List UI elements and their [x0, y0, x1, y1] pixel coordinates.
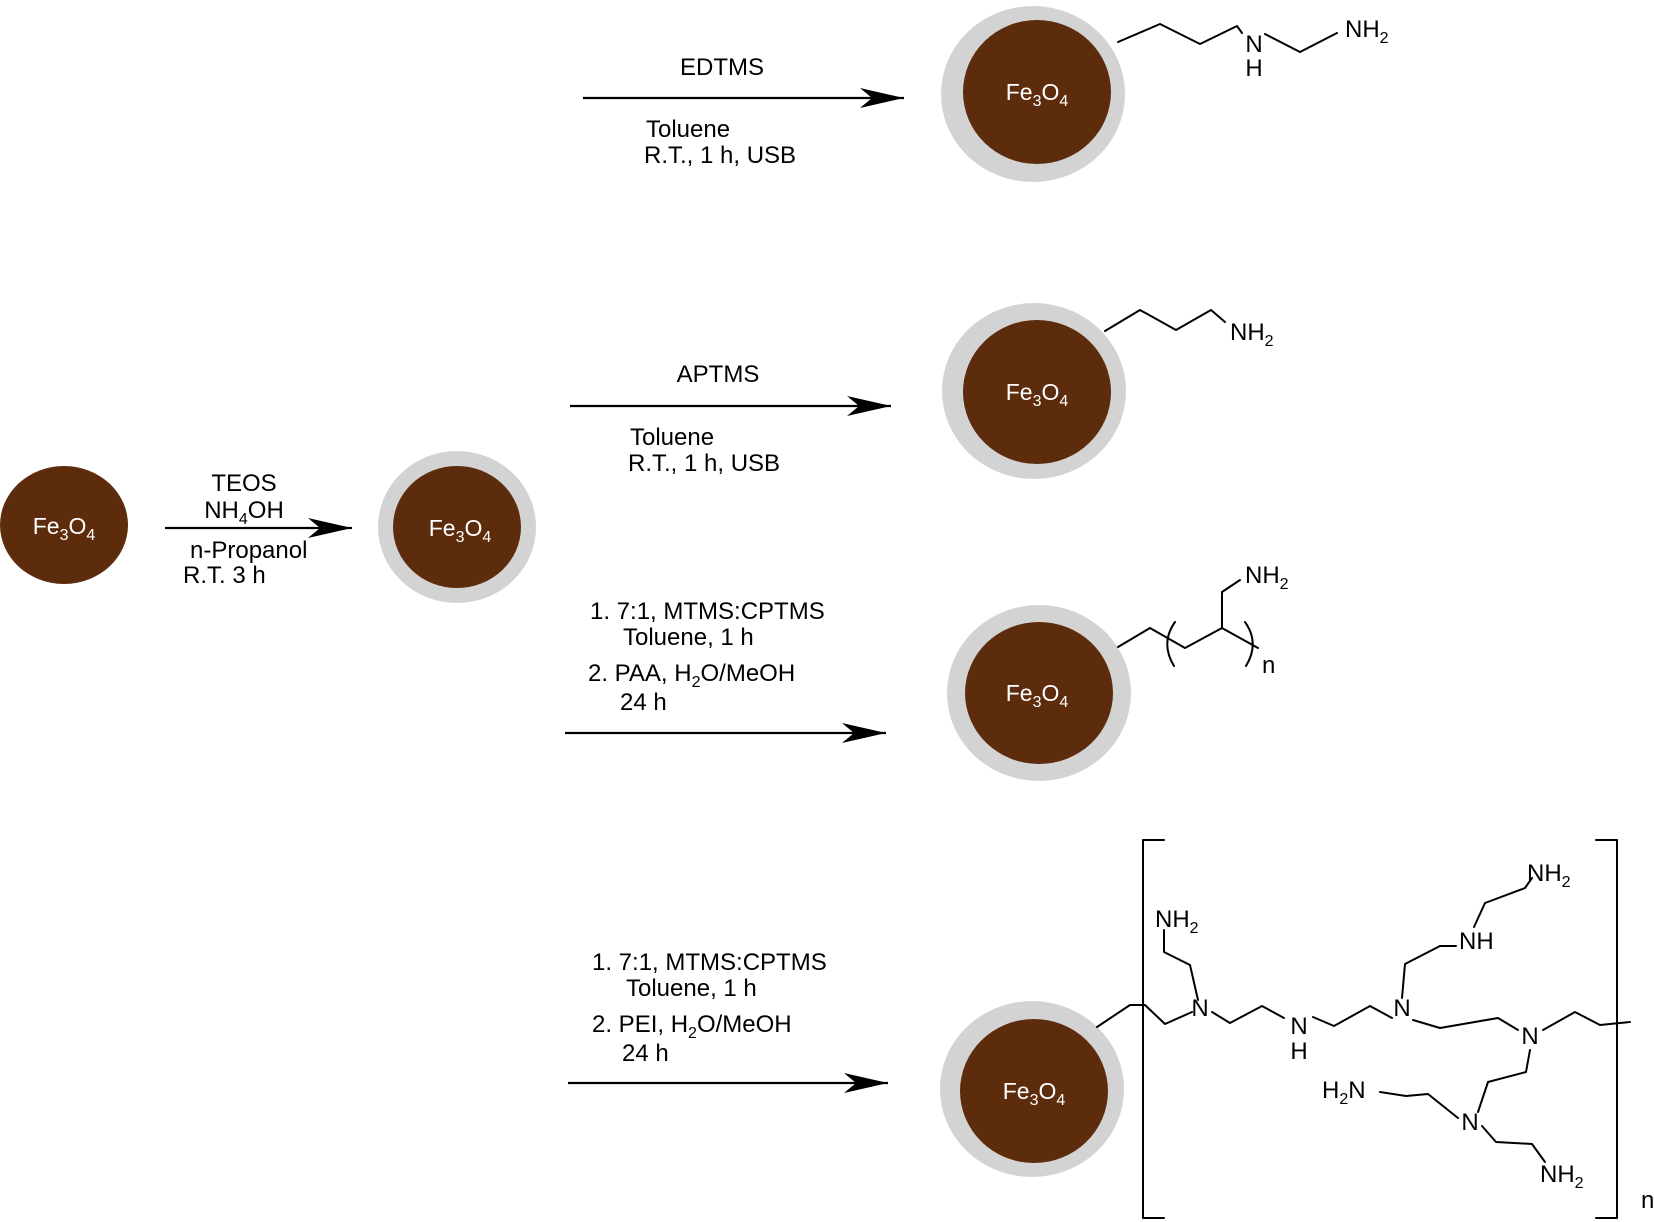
- terminal-amine: NH2: [1230, 319, 1274, 350]
- aptms-arrow: APTMS Toluene R.T., 1 h, USB: [570, 361, 891, 477]
- pei-branch-2: [1401, 945, 1457, 999]
- bracket-left: [1142, 839, 1165, 1219]
- aptms-chain: [1104, 309, 1226, 332]
- aptms-product: Fe3O4 NH2: [942, 303, 1274, 479]
- core-label: Fe3O4: [1003, 1078, 1066, 1109]
- bare-nanoparticle: Fe3O4: [0, 466, 128, 584]
- amine-n: N: [1191, 995, 1208, 1022]
- paa-arrow: 1. 7:1, MTMS:CPTMS Toluene, 1 h 2. PAA, …: [565, 598, 886, 743]
- amine-n: N: [1393, 995, 1410, 1022]
- paa-side-chain: [1221, 579, 1241, 629]
- edtms-product: Fe3O4 N H NH2: [941, 6, 1389, 182]
- pei-product: Fe3O4 n N NH2 N H N NH NH2 N N H2N NH2: [940, 839, 1654, 1219]
- terminal-amine: NH2: [1245, 562, 1289, 593]
- pei-arrow: 1. 7:1, MTMS:CPTMS Toluene, 1 h 2. PEI, …: [568, 949, 888, 1093]
- repeat-index: n: [1262, 652, 1275, 679]
- repeat-index: n: [1641, 1187, 1654, 1214]
- aptms-solvent: Toluene: [630, 424, 714, 451]
- paa-backbone: [1117, 627, 1259, 649]
- edtms-arrow: EDTMS Toluene R.T., 1 h, USB: [583, 54, 904, 169]
- core-label: Fe3O4: [1006, 79, 1069, 110]
- pei-step2: 2. PEI, H2O/MeOH: [592, 1011, 792, 1042]
- edtms-conditions: R.T., 1 h, USB: [644, 142, 796, 169]
- terminal-amine: NH2: [1155, 906, 1199, 937]
- aptms-reagent: APTMS: [677, 361, 760, 388]
- aptms-conditions: R.T., 1 h, USB: [628, 450, 780, 477]
- terminal-amine: NH2: [1540, 1161, 1584, 1192]
- edtms-solvent: Toluene: [646, 116, 730, 143]
- pei-branch-1: [1163, 929, 1199, 1001]
- pei-step1: 1. 7:1, MTMS:CPTMS: [592, 949, 827, 976]
- terminal-amine: NH2: [1345, 16, 1389, 47]
- step1-reagent-2: NH4OH: [204, 497, 284, 528]
- amine-n: N: [1461, 1109, 1478, 1136]
- step1-solvent: n-Propanol: [190, 537, 307, 564]
- core-label: Fe3O4: [33, 513, 96, 544]
- edtms-chain: [1117, 23, 1243, 45]
- paa-step1-solvent: Toluene, 1 h: [623, 624, 754, 651]
- core-label: Fe3O4: [1006, 680, 1069, 711]
- bracket-right: [1595, 839, 1618, 1219]
- step1-arrow: TEOS NH4OH n-Propanol R.T. 3 h: [165, 470, 352, 589]
- pei-step1-solvent: Toluene, 1 h: [626, 975, 757, 1002]
- edtms-reagent: EDTMS: [680, 54, 764, 81]
- paa-step1: 1. 7:1, MTMS:CPTMS: [590, 598, 825, 625]
- paa-time: 24 h: [620, 689, 667, 716]
- core-label: Fe3O4: [1006, 379, 1069, 410]
- paa-product: Fe3O4 NH2 n: [947, 562, 1289, 781]
- secondary-amine-n: N: [1290, 1013, 1307, 1040]
- amine-h: H: [1245, 55, 1262, 82]
- terminal-amine: NH2: [1527, 860, 1571, 891]
- silica-coated-nanoparticle: Fe3O4: [378, 451, 536, 603]
- step1-reagent-1: TEOS: [211, 470, 276, 497]
- core-label: Fe3O4: [429, 515, 492, 546]
- secondary-amine-h: H: [1290, 1038, 1307, 1065]
- amine-n: N: [1245, 31, 1262, 58]
- pei-branch-3: [1477, 1049, 1531, 1113]
- terminal-amine: H2N: [1322, 1077, 1366, 1108]
- secondary-amine: NH: [1459, 928, 1494, 955]
- pei-time: 24 h: [622, 1040, 669, 1067]
- repeat-paren-right: [1244, 621, 1254, 667]
- amine-n: N: [1521, 1023, 1538, 1050]
- step1-conditions: R.T. 3 h: [183, 562, 266, 589]
- pei-backbone: [1096, 1004, 1193, 1028]
- paa-step2: 2. PAA, H2O/MeOH: [588, 660, 795, 691]
- repeat-paren-left: [1166, 621, 1176, 667]
